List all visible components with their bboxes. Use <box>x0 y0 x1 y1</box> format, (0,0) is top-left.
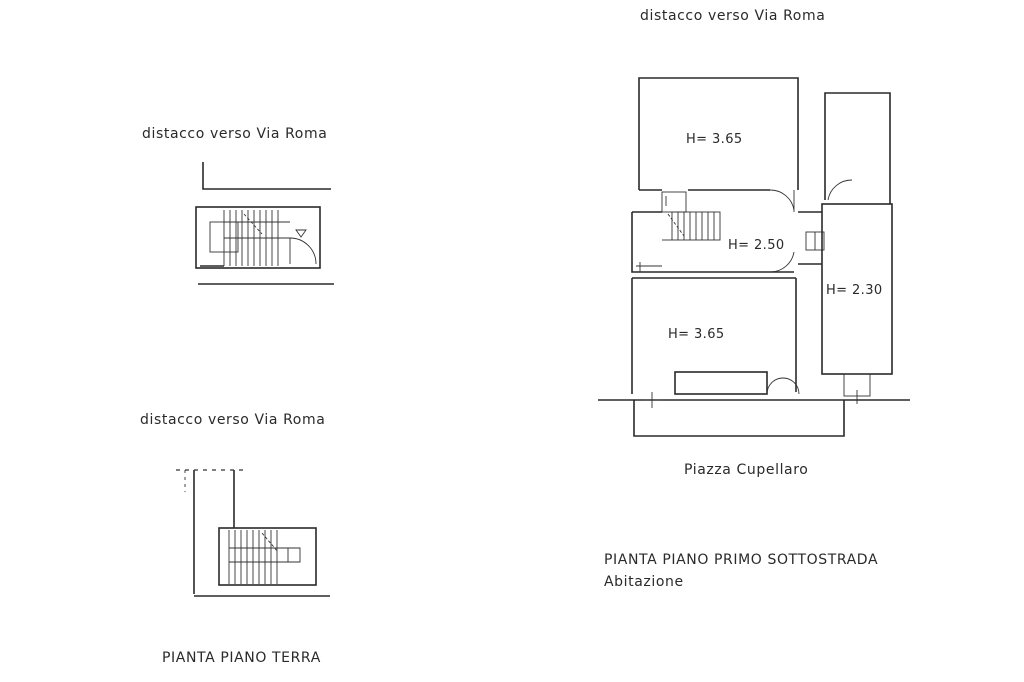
label-distacco-lower-left: distacco verso Via Roma <box>140 412 326 428</box>
label-distacco-top-right: distacco verso Via Roma <box>640 8 826 24</box>
title-pianta-piano-terra: PIANTA PIANO TERRA <box>162 650 321 666</box>
room-height-middle-corridor: H= 2.50 <box>728 238 785 253</box>
subtitle-abitazione: Abitazione <box>604 574 684 590</box>
room-height-bottom-left: H= 3.65 <box>668 327 725 342</box>
basement-floor-plan <box>598 77 910 437</box>
upper-left-stair-plan <box>195 162 334 285</box>
room-height-right: H= 2.30 <box>826 283 883 298</box>
room-height-top-left: H= 3.65 <box>686 132 743 147</box>
label-piazza-cupellaro: Piazza Cupellaro <box>684 462 809 478</box>
label-distacco-upper-left: distacco verso Via Roma <box>142 126 328 142</box>
lower-left-stair-plan <box>176 469 330 597</box>
title-pianta-piano-primo-sottostrada: PIANTA PIANO PRIMO SOTTOSTRADA <box>604 552 879 568</box>
